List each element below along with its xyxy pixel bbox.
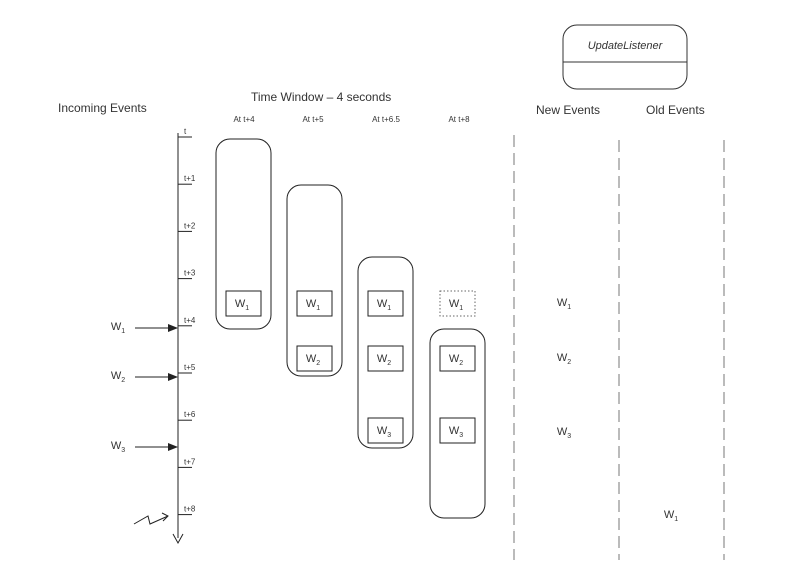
time-window-heading: Time Window – 4 seconds <box>251 90 391 104</box>
update-listener-box: UpdateListener <box>562 24 688 90</box>
incoming-event-label: W3 <box>111 440 125 454</box>
event-box <box>439 417 476 444</box>
event-label: W2 <box>377 353 391 367</box>
incoming-event-label: W2 <box>111 370 125 384</box>
event-box <box>225 290 262 317</box>
event-box <box>296 345 333 372</box>
event-label: W1 <box>449 298 463 312</box>
event-label: W2 <box>306 353 320 367</box>
event-box <box>367 417 404 444</box>
event-box <box>367 345 404 372</box>
new-events-heading: New Events <box>536 103 600 117</box>
new-event-label: W2 <box>557 352 571 366</box>
update-listener-label: UpdateListener <box>588 40 664 52</box>
event-label: W1 <box>235 298 249 312</box>
tick-label: t+5 <box>184 363 196 372</box>
new-event-label: W3 <box>557 426 571 440</box>
timeline-ticks: t t+1 t+2 t+3 t+4 t+5 t+6 t+7 t+8 <box>178 127 196 516</box>
timer-trigger-arrow <box>133 512 169 525</box>
window-label: At t+8 <box>448 115 470 124</box>
event-label: W1 <box>377 298 391 312</box>
tick-label: t+1 <box>184 174 196 183</box>
event-box <box>439 290 476 317</box>
old-events-heading: Old Events <box>646 103 705 117</box>
tick-label: t+4 <box>184 316 196 325</box>
tick-label: t+8 <box>184 505 196 514</box>
incoming-events-heading: Incoming Events <box>58 101 147 115</box>
window-label: At t+4 <box>233 115 255 124</box>
column-separators <box>513 135 725 560</box>
tick-label: t <box>184 127 187 136</box>
window-frame <box>215 138 272 330</box>
window-frame <box>286 184 343 377</box>
tick-label: t+7 <box>184 457 196 466</box>
old-event-label: W1 <box>664 509 678 523</box>
tick-label: t+3 <box>184 269 196 278</box>
event-box <box>439 345 476 372</box>
window-label: At t+5 <box>302 115 324 124</box>
event-box <box>296 290 333 317</box>
tick-label: t+2 <box>184 221 196 230</box>
event-label: W2 <box>449 353 463 367</box>
timeline-axis <box>172 133 184 545</box>
window-label: At t+6.5 <box>372 115 400 124</box>
incoming-event-label: W1 <box>111 321 125 335</box>
window-frame <box>429 328 486 519</box>
time-window: At t+4W1 <box>215 115 272 330</box>
event-label: W3 <box>377 425 391 439</box>
new-event-label: W1 <box>557 297 571 311</box>
tick-label: t+6 <box>184 410 196 419</box>
event-label: W1 <box>306 298 320 312</box>
event-box <box>367 290 404 317</box>
window-frame <box>357 256 414 449</box>
event-label: W3 <box>449 425 463 439</box>
old-events-list: W1 <box>664 509 678 523</box>
